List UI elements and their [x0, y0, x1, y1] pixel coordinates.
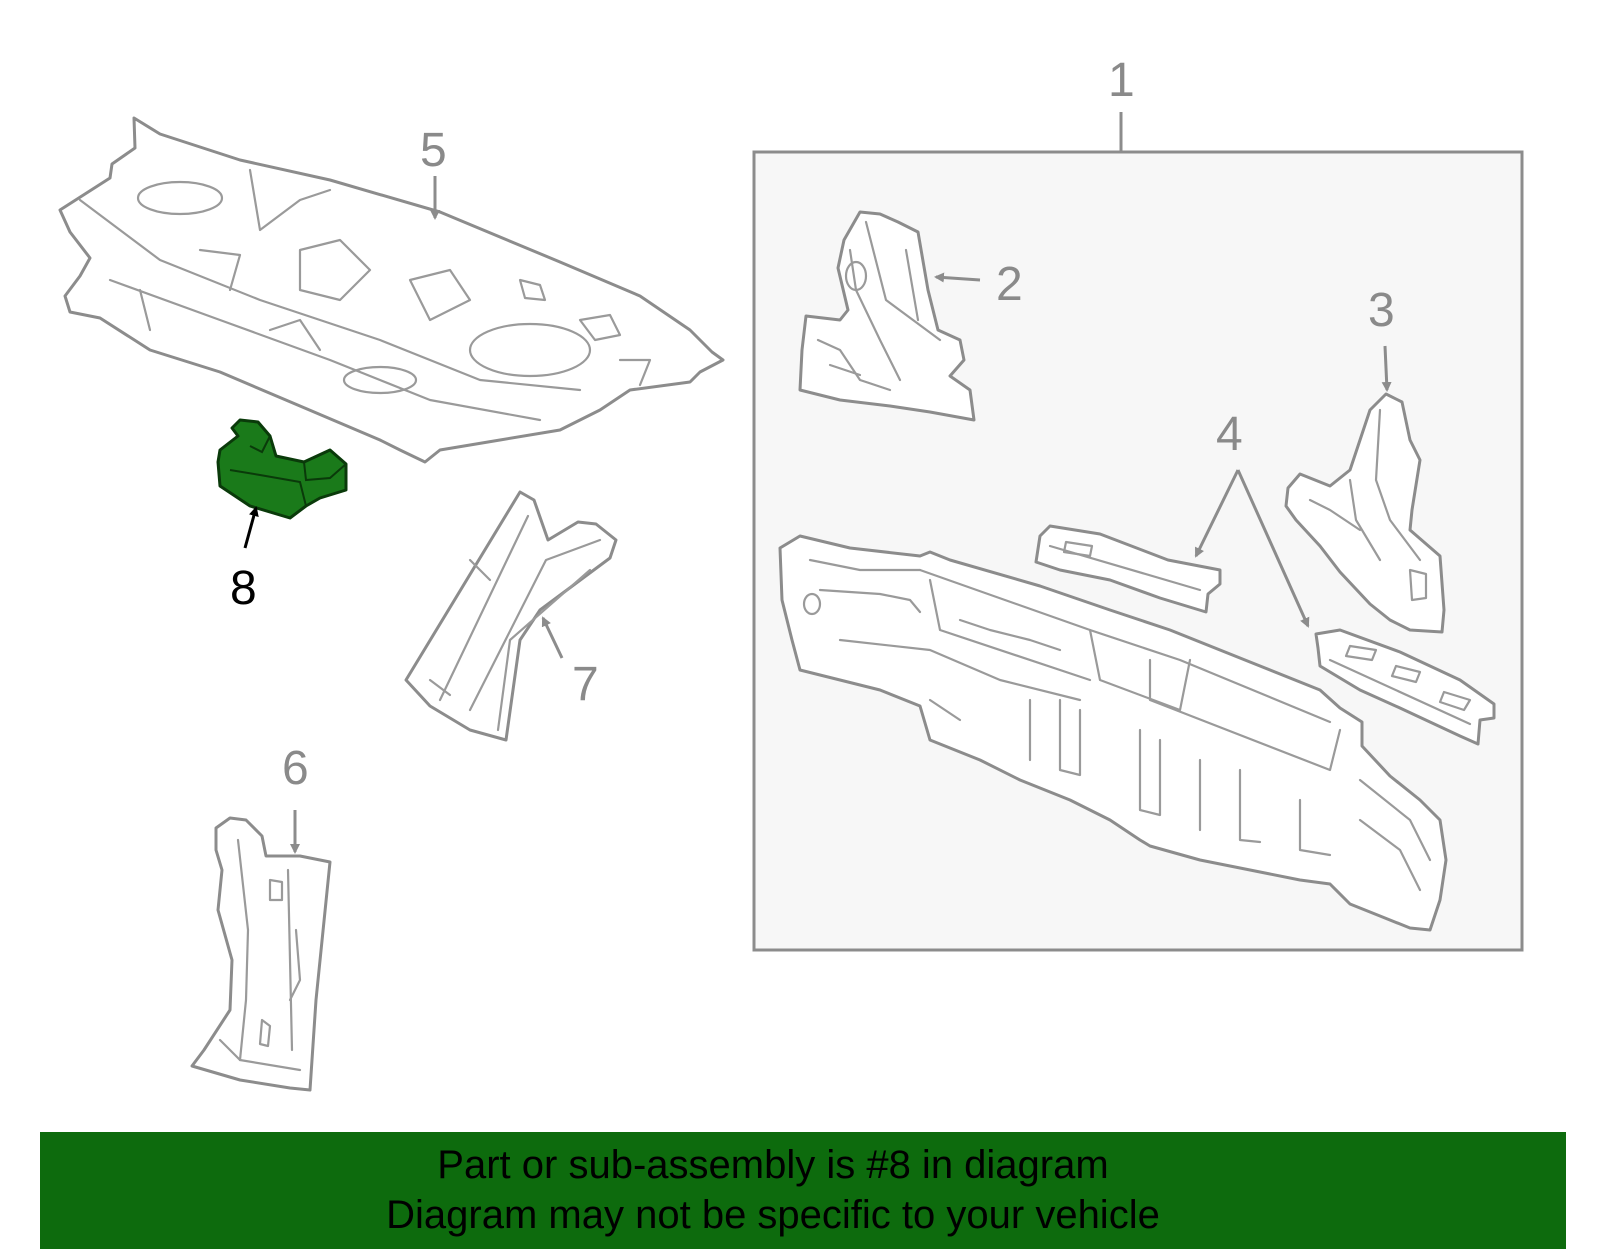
part-8-bracket[interactable] [216, 418, 348, 520]
part-5-dash-panel[interactable] [58, 116, 725, 464]
callout-8: 8 [230, 562, 257, 615]
callout-6: 6 [282, 742, 309, 795]
callout-5: 5 [420, 124, 447, 177]
leader-8 [243, 506, 259, 549]
leader-4-stem-b [1236, 469, 1310, 628]
banner-line-2: Diagram may not be specific to your vehi… [386, 1193, 1160, 1237]
callout-2: 2 [996, 258, 1023, 311]
part-4-reinforcement-a[interactable] [1034, 524, 1222, 614]
info-banner: Part or sub-assembly is #8 in diagram Di… [40, 1132, 1566, 1249]
leader-7 [541, 616, 564, 659]
part-4-reinforcement-b[interactable] [1314, 628, 1496, 746]
leader-4-stem-a [1194, 469, 1240, 558]
part-7-pillar-brace[interactable] [404, 490, 618, 742]
part-2-upper-bracket[interactable] [798, 210, 976, 422]
part-3-side-bracket[interactable] [1284, 392, 1446, 634]
part-6-side-panel[interactable] [190, 816, 332, 1092]
banner-line-1: Part or sub-assembly is #8 in diagram [437, 1143, 1109, 1187]
callout-7: 7 [572, 658, 599, 711]
callout-3: 3 [1368, 284, 1395, 337]
leader-3 [1381, 345, 1392, 392]
callout-1: 1 [1108, 54, 1135, 107]
leader-2 [934, 272, 981, 283]
part-1-dash-assembly-panel[interactable] [778, 534, 1448, 932]
callout-4: 4 [1216, 408, 1243, 461]
